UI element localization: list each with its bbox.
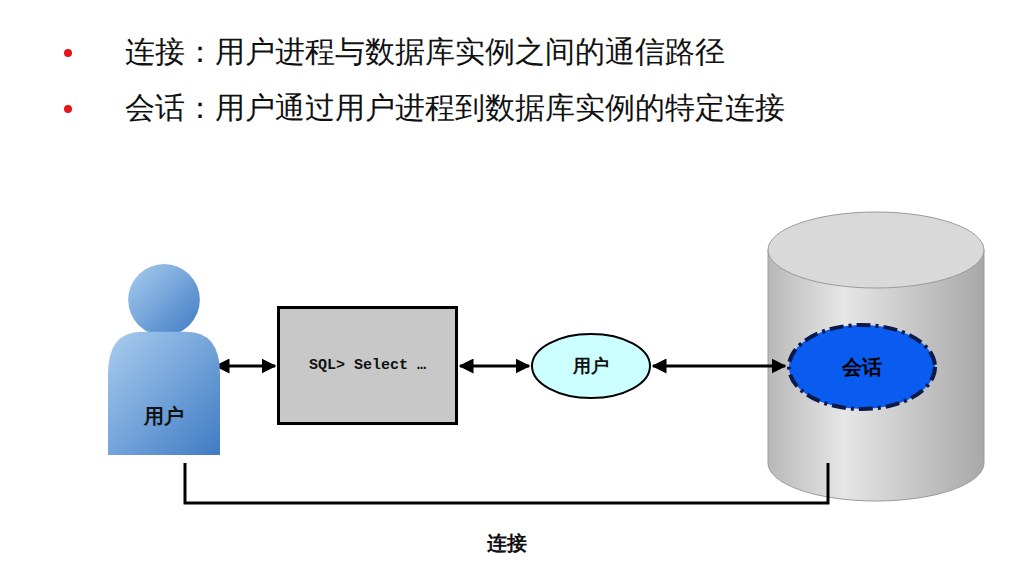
node-text: 用户 xyxy=(144,403,184,430)
double-arrow xyxy=(460,365,529,368)
bullet-text: 会话：用户通过用户进程到数据库实例的特定连接 xyxy=(125,88,785,129)
session-ellipse: 会话 xyxy=(787,323,937,411)
bracket-label: 连接 xyxy=(487,530,527,557)
connection-bracket xyxy=(185,463,828,503)
database-cylinder xyxy=(768,212,984,501)
double-arrow xyxy=(216,365,275,368)
bullet-dot xyxy=(64,105,72,113)
bullet-text: 连接：用户进程与数据库实例之间的通信路径 xyxy=(125,32,725,73)
node-text: SQL> Select … xyxy=(309,357,426,374)
bullet-dot xyxy=(64,49,72,57)
node-text: 用户 xyxy=(573,354,609,378)
node-text: 会话 xyxy=(842,354,882,381)
user-process-ellipse: 用户 xyxy=(531,333,651,399)
user-figure: 用户 xyxy=(108,262,220,455)
double-arrow xyxy=(653,365,785,368)
sql-prompt-box: SQL> Select … xyxy=(277,306,458,425)
